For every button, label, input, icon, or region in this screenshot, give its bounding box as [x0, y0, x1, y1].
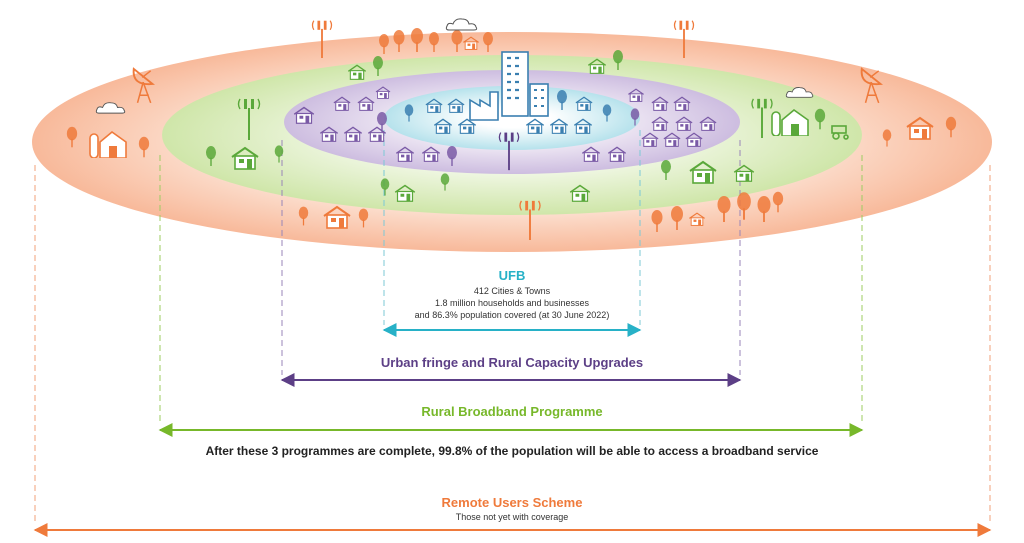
ufb-households-count: 1.8 million households and businesses	[434, 298, 590, 308]
ufb-cities-count: 412 Cities & Towns	[473, 286, 551, 296]
ufb-title: UFB	[498, 268, 526, 283]
ufb-zone-icons	[404, 51, 612, 172]
coverage-summary: After these 3 programmes are complete, 9…	[205, 444, 819, 458]
remote-users-subtitle: Those not yet with coverage	[455, 512, 569, 522]
cloud-icon	[445, 18, 478, 31]
tractor-icon	[831, 125, 849, 140]
zone-guides	[34, 130, 991, 525]
rural-zone-icons	[206, 50, 849, 202]
ufb-zone-ellipse	[384, 86, 640, 150]
office-tower-icon	[501, 51, 549, 117]
rural-broadband-title: Rural Broadband Programme	[421, 404, 603, 419]
factory-icon	[469, 91, 499, 121]
remote-users-title: Remote Users Scheme	[441, 495, 583, 510]
ufb-population-coverage: and 86.3% population covered (at 30 June…	[414, 310, 610, 320]
urban-fringe-title: Urban fringe and Rural Capacity Upgrades	[380, 355, 644, 370]
